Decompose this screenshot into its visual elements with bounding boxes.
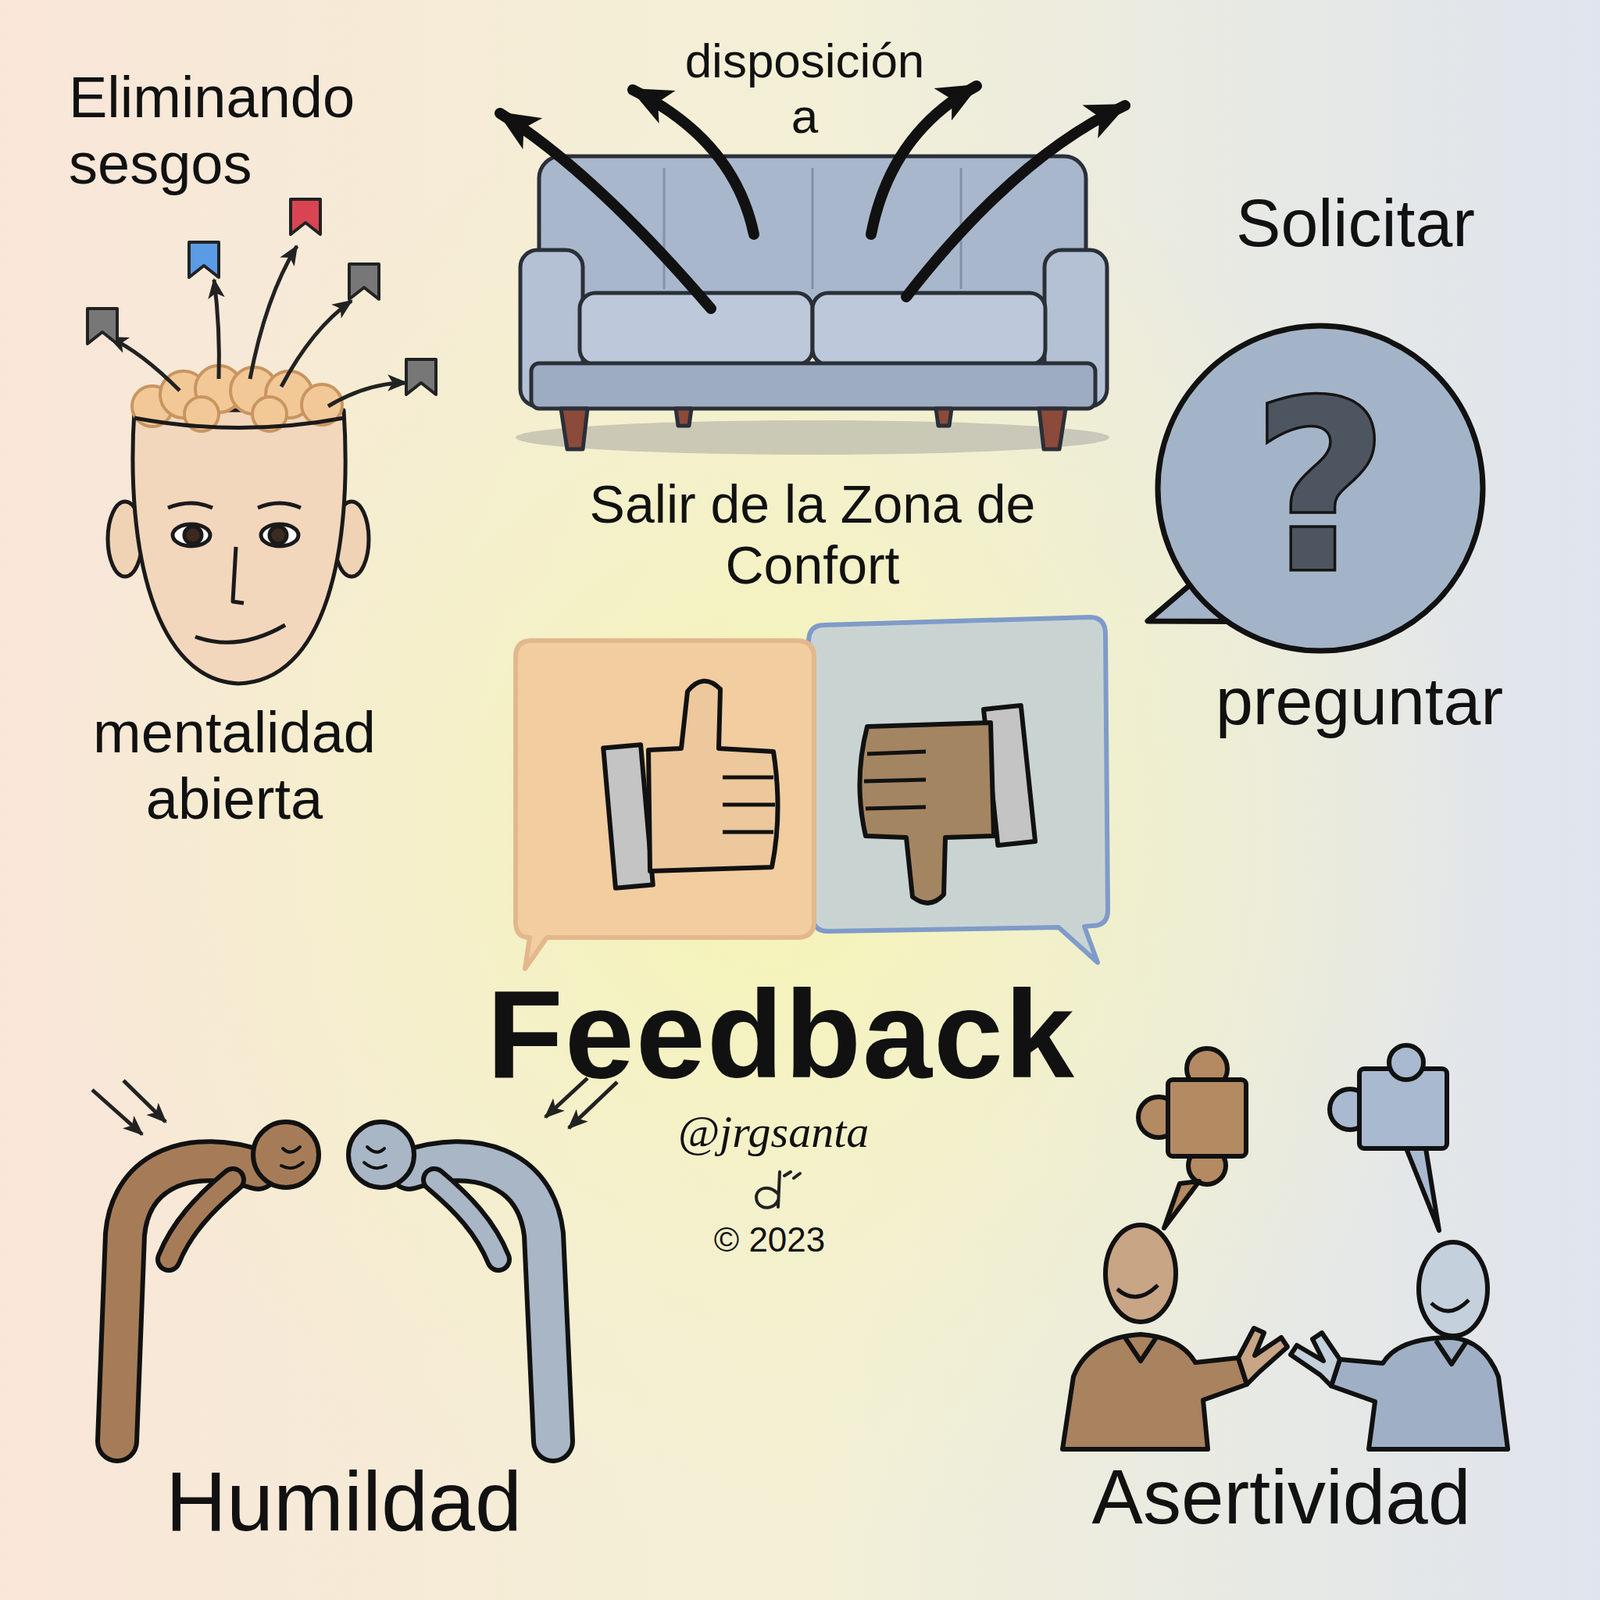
assertiveness-label: Asertividad	[1092, 1453, 1472, 1542]
open-head-part	[257, 503, 301, 508]
bubble-circle	[1157, 325, 1483, 651]
couch-part	[515, 420, 1110, 455]
bias-arrows-part	[328, 382, 407, 407]
copyright-note: © 2023	[714, 1220, 826, 1261]
humility-figures-part	[434, 1179, 499, 1260]
humility-label: Humildad	[165, 1453, 522, 1550]
assertiveness-figures-part	[1238, 1328, 1288, 1385]
assertiveness-figures-part	[1406, 1148, 1440, 1231]
couch-part	[579, 292, 813, 365]
open-head-part	[195, 625, 286, 643]
open-head-part	[132, 410, 346, 684]
couch-part	[675, 408, 692, 426]
couch-part	[812, 292, 1046, 365]
thumb-down-bubble	[808, 617, 1108, 963]
bias-flags-part	[189, 242, 219, 278]
assertiveness-figures-part	[1290, 1332, 1340, 1386]
bias-arrows-part	[214, 279, 219, 379]
bias-flags-part	[349, 264, 379, 300]
willingness-label: disposición a	[685, 32, 925, 145]
bias-arrows-part	[109, 337, 180, 391]
question-bubble: ?	[1144, 300, 1489, 676]
assertiveness-figures-part	[1418, 1242, 1488, 1336]
signature-mark	[756, 1171, 800, 1208]
thumb-down-bubble-part	[864, 751, 926, 809]
humility-figures-part	[348, 1121, 415, 1188]
bow-arrows-part	[123, 1080, 166, 1122]
bias-arrows-part	[281, 300, 352, 387]
thumb-up-bubble-part	[648, 681, 779, 872]
assertiveness-figures-part	[1167, 1079, 1247, 1157]
bias-flags-part	[290, 199, 321, 235]
humility-figures-part	[117, 1160, 258, 1442]
couch-part	[560, 408, 588, 450]
bias-flags	[87, 199, 436, 395]
assertiveness-figures-part	[1117, 1285, 1158, 1297]
bias-flags-part	[87, 308, 118, 344]
request-label: Solicitar	[1235, 184, 1475, 262]
open-head-part	[172, 524, 211, 547]
assertiveness-figures-part	[1062, 1334, 1247, 1450]
thumb-down-bubble-part	[808, 617, 1108, 963]
assertiveness-figures-part	[1164, 1181, 1200, 1229]
comfort-zone-label: Salir de la Zona de Confort	[515, 473, 1110, 596]
bow-arrows-part	[92, 1089, 143, 1135]
couch-part	[811, 167, 815, 290]
assertiveness-figures-part	[1331, 1337, 1508, 1450]
humility-figures-part	[281, 1146, 304, 1168]
open-head-part	[134, 417, 344, 429]
open-head-part	[232, 546, 244, 604]
humility-figures-part	[168, 1179, 233, 1260]
comfort-arrows-part	[871, 85, 977, 235]
assertiveness-figures-part	[1431, 1300, 1469, 1311]
assertiveness-figures	[1062, 1045, 1508, 1450]
thumb-down-bubble-part	[859, 722, 994, 904]
open-head-part	[184, 526, 202, 544]
humility-figures-part	[364, 1146, 386, 1168]
thumb-up-bubble-part	[515, 640, 815, 969]
humility-figures-part	[409, 1160, 554, 1442]
thumb-up-bubble-part	[722, 777, 775, 833]
open-head	[107, 365, 369, 684]
couch-part	[663, 167, 666, 290]
humility-figures-part	[117, 1160, 258, 1442]
open-head-part	[260, 524, 299, 547]
thumb-up-bubble-part	[603, 744, 654, 888]
comfort-arrows-part	[500, 113, 711, 309]
assertiveness-figures-part	[1105, 1225, 1176, 1322]
humility-figures-part	[253, 1121, 319, 1188]
author-handle: @jrgsanta	[678, 1106, 870, 1159]
couch-part	[531, 363, 1096, 409]
humility-figures-part	[409, 1160, 554, 1442]
signature-mark-part	[784, 1171, 800, 1179]
assertiveness-figures-part	[1389, 1045, 1424, 1080]
assertiveness-figures-part	[1435, 1340, 1468, 1365]
humility-figures-part	[434, 1179, 499, 1260]
bias-arrows	[109, 246, 407, 407]
open-head-part	[269, 526, 287, 544]
open-head-part	[167, 503, 213, 508]
signature-mark-part	[756, 1171, 780, 1208]
humility-figures-part	[168, 1179, 233, 1260]
couch-part	[935, 408, 952, 426]
assertiveness-figures-part	[1125, 1337, 1157, 1361]
comfort-arrows-part	[632, 89, 754, 235]
open-mind-label: mentalidad abierta	[92, 699, 376, 833]
comfort-arrows-part	[906, 105, 1125, 297]
humility-figures	[117, 1121, 554, 1442]
title-text: Feedback	[486, 962, 1076, 1107]
bubble-tail-join	[1200, 581, 1236, 619]
thumb-up-bubble	[515, 640, 815, 969]
question-mark: ?	[1252, 371, 1389, 606]
ask-label: preguntar	[1215, 662, 1504, 740]
bias-arrows-part	[250, 246, 297, 379]
couch-part	[1039, 408, 1066, 450]
bias-flags-part	[406, 359, 436, 395]
bias-label: Eliminando sesgos	[68, 64, 355, 197]
